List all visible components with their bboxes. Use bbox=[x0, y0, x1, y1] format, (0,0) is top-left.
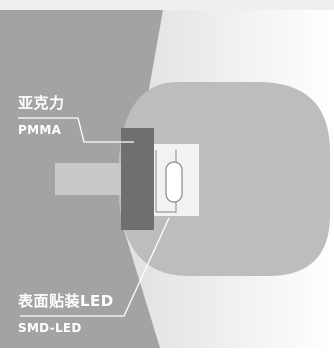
lens-body bbox=[118, 82, 330, 276]
led-lead-stub bbox=[55, 163, 123, 195]
label-smd-cn: 表面贴装LED bbox=[18, 292, 114, 310]
leader-line-smd bbox=[20, 217, 170, 317]
label-acrylic-en: PMMA bbox=[18, 123, 62, 137]
label-acrylic-cn: 亚克力 bbox=[18, 94, 65, 112]
label-smd-en: SMD-LED bbox=[18, 321, 82, 335]
led-capsule bbox=[165, 161, 183, 203]
top-band bbox=[0, 0, 334, 10]
led-substrate bbox=[121, 128, 154, 230]
leader-line-pmma bbox=[18, 117, 134, 143]
